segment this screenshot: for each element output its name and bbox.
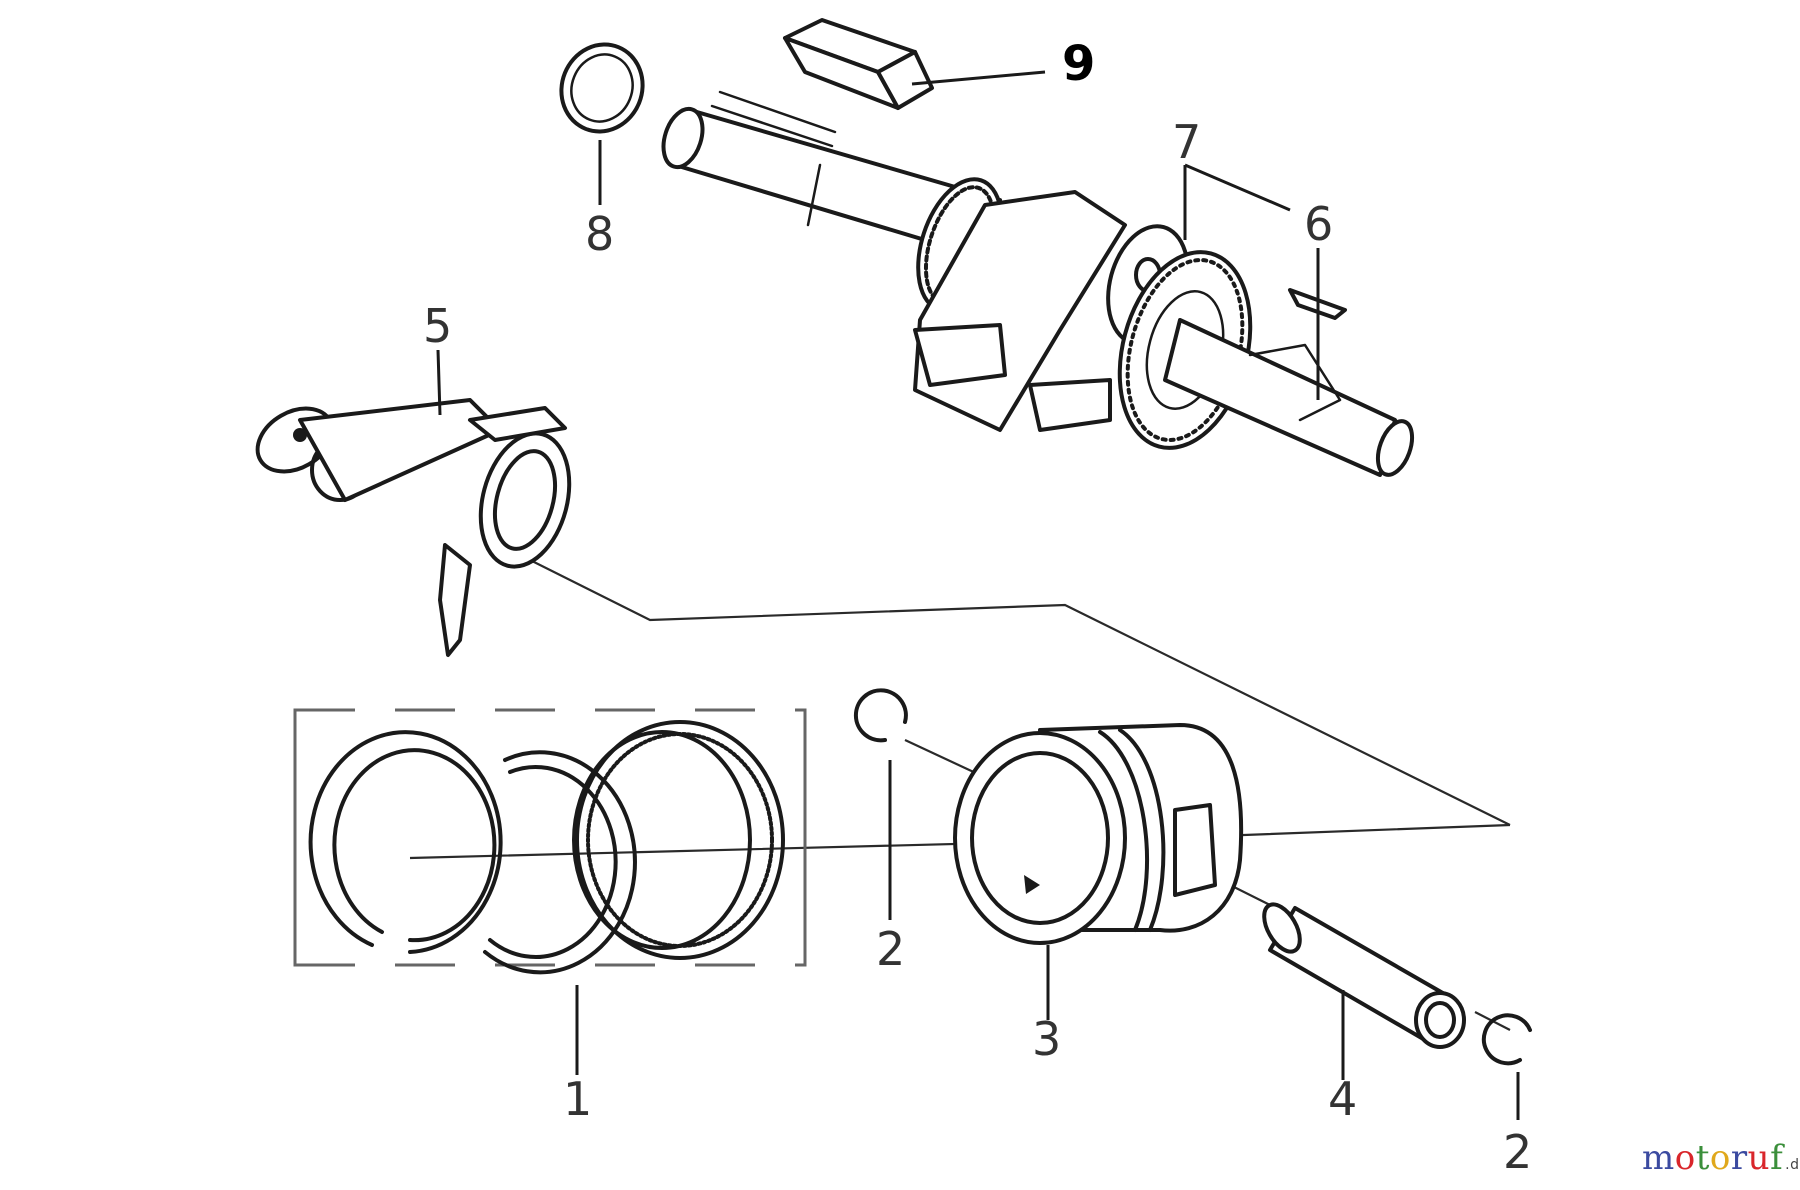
- circlip-left-icon: [853, 688, 908, 920]
- shaft-key-icon: [783, 18, 1046, 110]
- callout-3: 3: [1032, 1012, 1061, 1066]
- piston-rings-icon: [293, 707, 807, 1075]
- circlip-right-icon: [1481, 1013, 1532, 1120]
- callout-8: 8: [585, 207, 614, 261]
- callout-6: 6: [1304, 197, 1333, 251]
- callout-1: 1: [563, 1072, 592, 1126]
- seal-ring-icon: [559, 42, 645, 205]
- connecting-rod-icon: [255, 349, 572, 657]
- brand-letter: r: [1730, 1138, 1748, 1178]
- callout-2-right: 2: [1503, 1125, 1532, 1179]
- brand-letter: o: [1709, 1138, 1731, 1178]
- brand-letter: t: [1695, 1138, 1710, 1178]
- callout-2-left: 2: [876, 922, 905, 976]
- crankshaft-icon: [661, 90, 1415, 477]
- brand-tld: .de: [1785, 1157, 1800, 1173]
- callout-5: 5: [423, 299, 452, 353]
- callout-7: 7: [1172, 115, 1201, 169]
- piston-pin-icon: [1262, 902, 1466, 1080]
- brand-letter: o: [1674, 1138, 1696, 1178]
- brand-logo: motoruf.de: [1642, 1138, 1800, 1178]
- brand-letter: f: [1770, 1138, 1784, 1178]
- callout-4: 4: [1328, 1072, 1357, 1126]
- brand-letter: m: [1642, 1138, 1675, 1178]
- crank-key-icon: [1288, 248, 1347, 400]
- piston-icon: [953, 723, 1244, 1020]
- callout-9: 9: [1062, 36, 1095, 92]
- brand-letter: u: [1747, 1138, 1771, 1178]
